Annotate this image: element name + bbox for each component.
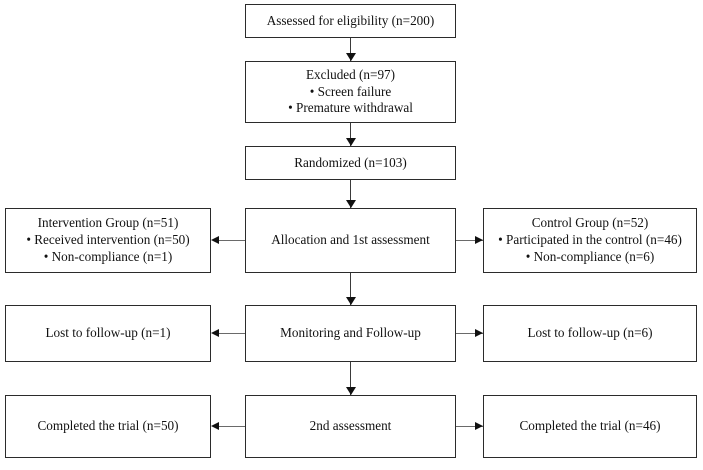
node-bullet: Premature withdrawal — [288, 100, 413, 117]
arrowhead-left-icon — [211, 421, 219, 430]
arrowhead-left-icon — [211, 235, 219, 244]
node-bullet: Screen failure — [310, 84, 392, 101]
node-lost-to-followup-intervention: Lost to follow-up (n=1) — [5, 305, 211, 362]
node-text: Lost to follow-up (n=1) — [45, 325, 171, 341]
node-second-assessment: 2nd assessment — [245, 395, 456, 458]
connector-monitoring-to-lost-left — [219, 333, 245, 335]
node-text: Assessed for eligibility (n=200) — [266, 12, 435, 28]
connector-monitoring-to-lost-right — [456, 333, 483, 335]
node-bullet: Non-compliance (n=1) — [44, 249, 173, 266]
connector-allocation-to-intervention — [219, 240, 245, 242]
node-randomized: Randomized (n=103) — [245, 146, 456, 180]
connector-allocation-to-monitoring — [350, 273, 352, 305]
node-text: Allocation and 1st assessment — [271, 232, 430, 248]
arrowhead-left-icon — [211, 328, 219, 337]
arrowhead-down-icon — [345, 387, 356, 395]
connector-second-assessment-to-completed-right — [456, 426, 483, 428]
arrowhead-right-icon — [475, 328, 483, 337]
node-text: Lost to follow-up (n=6) — [527, 325, 653, 341]
node-bullet: Received intervention (n=50) — [26, 232, 189, 249]
node-completed-trial-control: Completed the trial (n=46) — [483, 395, 697, 458]
node-bullet: Participated in the control (n=46) — [498, 232, 682, 249]
arrowhead-right-icon — [475, 235, 483, 244]
connector-assessed-to-excluded — [350, 38, 352, 61]
node-completed-trial-intervention: Completed the trial (n=50) — [5, 395, 211, 458]
node-heading: Excluded (n=97) — [305, 66, 396, 82]
arrowhead-down-icon — [345, 297, 356, 305]
node-control-group: Control Group (n=52) Participated in the… — [483, 208, 697, 273]
node-text: Monitoring and Follow-up — [280, 325, 421, 341]
arrowhead-down-icon — [345, 138, 356, 146]
connector-excluded-to-randomized — [350, 123, 352, 146]
connector-allocation-to-control — [456, 240, 483, 242]
node-bullet: Non-compliance (n=6) — [526, 249, 655, 266]
node-allocation-and-first-assessment: Allocation and 1st assessment — [245, 208, 456, 273]
arrowhead-down-icon — [345, 200, 356, 208]
arrowhead-down-icon — [345, 53, 356, 61]
node-heading: Control Group (n=52) — [531, 215, 649, 231]
connector-randomized-to-allocation — [350, 180, 352, 208]
node-lost-to-followup-control: Lost to follow-up (n=6) — [483, 305, 697, 362]
node-excluded: Excluded (n=97) Screen failure Premature… — [245, 61, 456, 123]
node-text: Completed the trial (n=50) — [37, 418, 179, 434]
node-text: Randomized (n=103) — [294, 154, 407, 170]
node-heading: Intervention Group (n=51) — [37, 215, 179, 231]
node-intervention-group: Intervention Group (n=51) Received inter… — [5, 208, 211, 273]
node-assessed-for-eligibility: Assessed for eligibility (n=200) — [245, 4, 456, 38]
node-text: 2nd assessment — [309, 418, 392, 434]
node-text: Completed the trial (n=46) — [519, 418, 661, 434]
connector-monitoring-to-second-assessment — [350, 362, 352, 395]
node-monitoring-and-followup: Monitoring and Follow-up — [245, 305, 456, 362]
arrowhead-right-icon — [475, 421, 483, 430]
connector-second-assessment-to-completed-left — [219, 426, 245, 428]
